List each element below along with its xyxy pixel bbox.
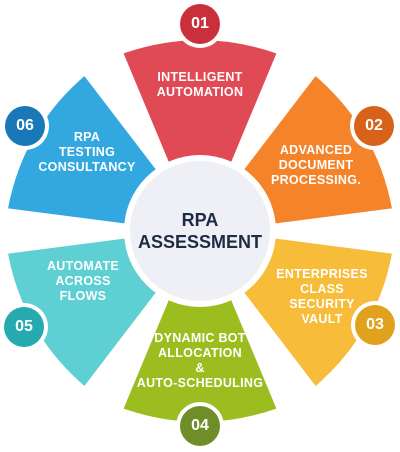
number-badge-03: 03: [355, 305, 395, 345]
segment-label-04: DYNAMIC BOT ALLOCATION & AUTO-SCHEDULING: [136, 331, 264, 390]
segment-label-05: AUTOMATE ACROSS FLOWS: [46, 259, 120, 303]
center-circle: RPA ASSESSMENT: [130, 161, 270, 301]
center-title-line2: ASSESSMENT: [137, 232, 263, 252]
number-badge-05: 05: [4, 307, 44, 347]
segment-label-02: ADVANCED DOCUMENT PROCESSING.: [270, 143, 362, 187]
number-badge-06: 06: [5, 106, 45, 146]
number-badge-01: 01: [180, 4, 220, 44]
center-title-line1: RPA: [181, 210, 219, 230]
number-badge-04: 04: [180, 406, 220, 446]
segment-label-01: INTELLIGENT AUTOMATION: [156, 70, 244, 99]
number-badge-02: 02: [354, 106, 394, 146]
segment-label-03: ENTERPRISES CLASS SECURITY VAULT: [276, 267, 368, 326]
segment-label-06: RPA TESTING CONSULTANCY: [38, 130, 136, 174]
